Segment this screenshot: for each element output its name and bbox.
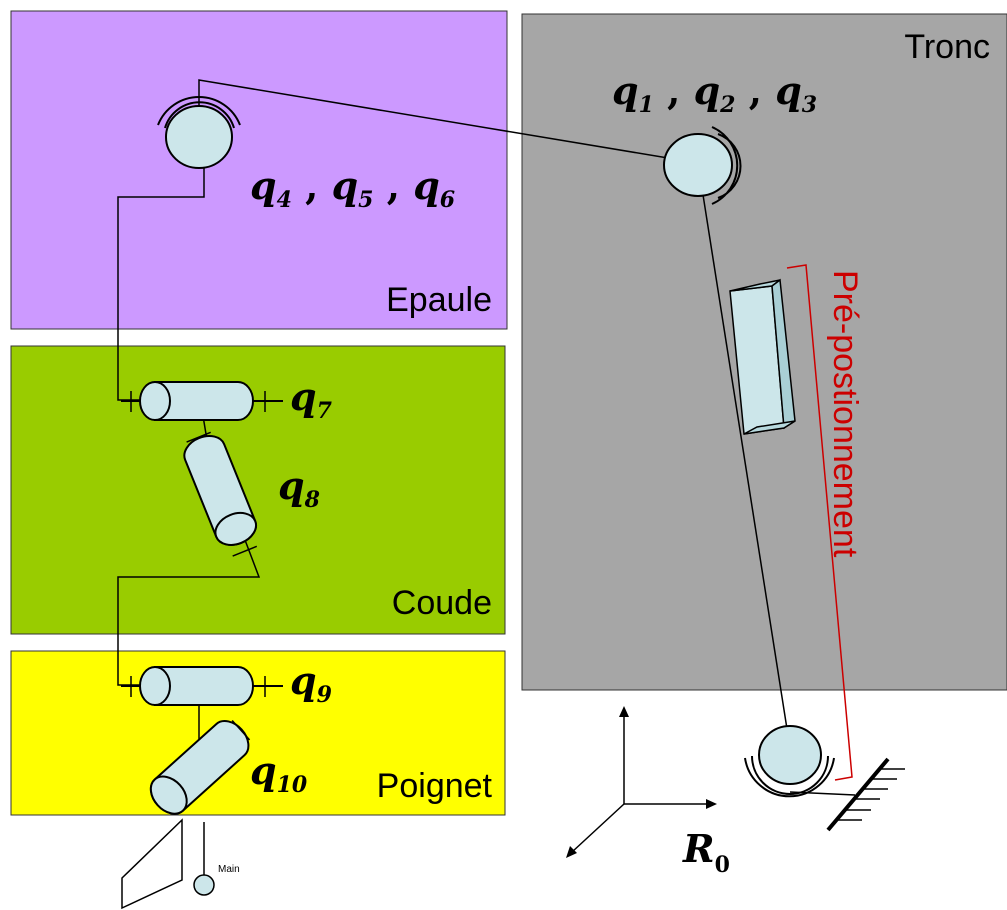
hand-end-effector [193, 874, 215, 896]
coude-label: Coude [392, 584, 492, 622]
link-trunk-to-base [697, 162, 791, 749]
hand-plane [121, 818, 183, 910]
tronc-label: Tronc [904, 28, 990, 66]
reference-frame [566, 706, 717, 858]
joint-q8 [183, 431, 258, 557]
joint-q8-face [214, 511, 257, 546]
epaule-label: Epaule [386, 281, 492, 319]
epaule-region [10, 10, 508, 330]
poignet-label: Poignet [377, 767, 493, 805]
joint-q10 [149, 720, 251, 815]
joint-q123-sphere [663, 133, 733, 197]
base-joint-bracket [744, 757, 835, 798]
label-q7: q7 [290, 374, 333, 424]
joint-q123-bracket [711, 126, 739, 205]
prismatic-block [729, 278, 796, 435]
joint-q123-bracket-inner [717, 133, 742, 199]
label-q8: q8 [278, 463, 320, 513]
joint-q456-bracket-inner [164, 101, 235, 129]
joint-q123 [663, 126, 742, 205]
coude-region [10, 345, 506, 635]
label-q10: q10 [250, 748, 308, 798]
prepositioning-label: Pré-postionnement [826, 270, 864, 558]
joint-q9 [121, 666, 283, 706]
base-joint-bracket-inner [751, 755, 829, 795]
base-joint-sphere [758, 725, 822, 785]
joint-q456-sphere [165, 105, 233, 169]
joint-q7-body [154, 381, 254, 421]
joint-q456-bracket [157, 95, 241, 126]
joint-q456 [157, 95, 241, 169]
hand-label: Main [218, 864, 240, 875]
ground-symbol [826, 757, 905, 832]
joint-q10-face [149, 775, 188, 815]
joint-q9-face [139, 666, 171, 706]
frame-label: R0 [682, 826, 730, 878]
base-joint [744, 725, 835, 798]
label-q123: q1 , q2 , q3 [612, 68, 817, 118]
label-q456: q4 , q5 , q6 [250, 163, 455, 213]
joint-q9-body [154, 666, 254, 706]
joint-q7 [121, 381, 283, 421]
label-q9: q9 [290, 658, 332, 708]
joint-q7-face [139, 381, 171, 421]
poignet-region [10, 650, 506, 816]
prepositioning-bracket [786, 264, 853, 781]
prismatic-block-bottom [743, 420, 796, 435]
